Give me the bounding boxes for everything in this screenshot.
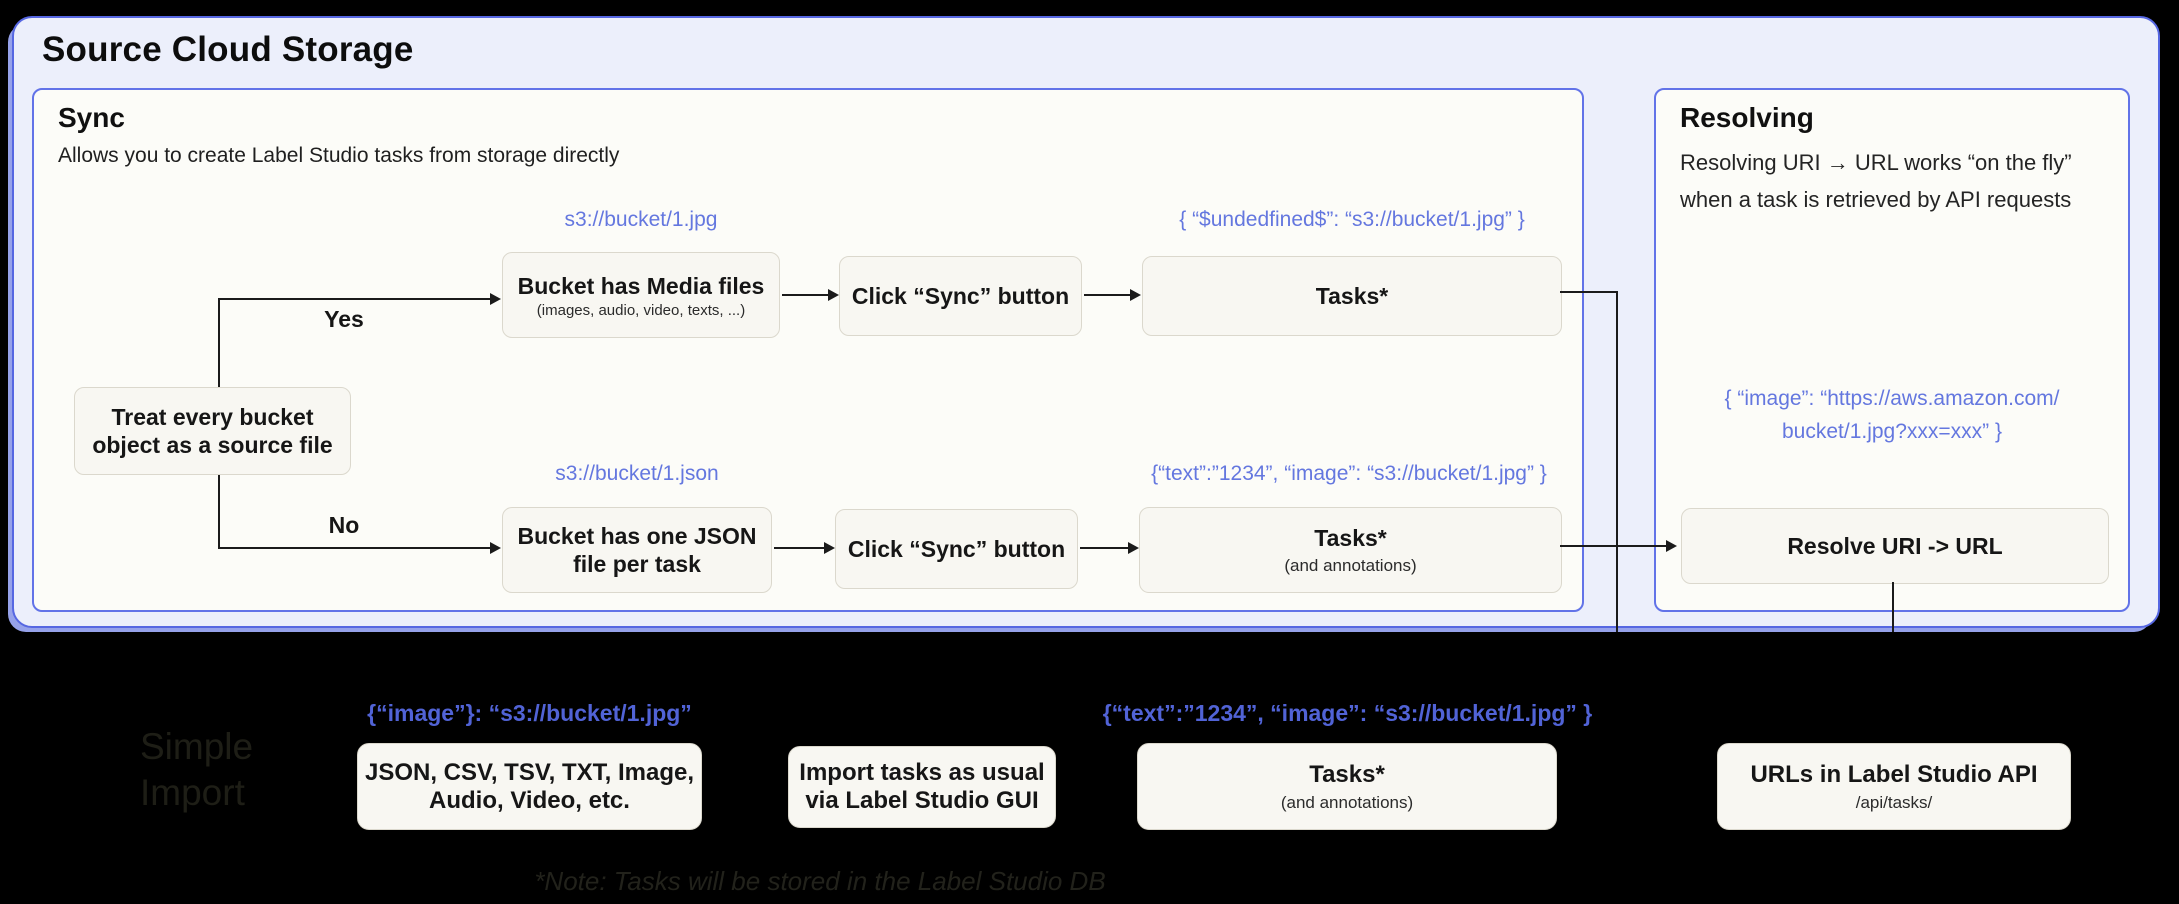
- bottom-tasks-box: Tasks* (and annotations): [1137, 743, 1557, 830]
- json-uri-label: s3://bucket/1.json: [555, 462, 719, 485]
- page-title: Source Cloud Storage: [42, 30, 414, 69]
- arrow-media-to-sync: [782, 294, 828, 296]
- file-types-line1: JSON, CSV, TSV, TXT, Image,: [364, 758, 694, 786]
- tasks-box-1: Tasks*: [1142, 256, 1562, 336]
- tasks1-elbow-horizontal: [1560, 291, 1618, 293]
- note-text: *Note: Tasks will be stored in the Label…: [534, 866, 1106, 896]
- decision-box: Treat every bucket object as a source fi…: [74, 387, 351, 475]
- media-files-box: Bucket has Media files (images, audio, v…: [502, 252, 780, 338]
- media-uri-label: s3://bucket/1.jpg: [564, 208, 718, 231]
- simple-import-line2: Import: [140, 772, 245, 813]
- click-sync-label-1: Click “Sync” button: [851, 283, 1070, 309]
- json-per-task-box: Bucket has one JSON file per task: [502, 507, 772, 593]
- resolving-description: Resolving URI → URL works “on the fly” w…: [1680, 144, 2072, 218]
- urls-api-title: URLs in Label Studio API: [1750, 760, 2038, 788]
- decision-line2: object as a source file: [92, 432, 333, 458]
- arrow-sync2-to-tasks: [1080, 547, 1128, 549]
- click-sync-label-2: Click “Sync” button: [847, 536, 1066, 562]
- yes-label: Yes: [324, 306, 364, 332]
- resolve-uri-box: Resolve URI -> URL: [1681, 508, 2109, 584]
- click-sync-box-1: Click “Sync” button: [839, 256, 1082, 336]
- arrow-tasks2-to-resolve-head: [1666, 540, 1677, 552]
- json-per-task-line1: Bucket has one JSON: [517, 523, 757, 549]
- click-sync-box-2: Click “Sync” button: [835, 509, 1078, 589]
- source-cloud-storage-panel: Source Cloud Storage Sync Allows you to …: [12, 16, 2160, 628]
- resolving-panel: Resolving Resolving URI → URL works “on …: [1654, 88, 2130, 612]
- resolve-down-line: [1892, 582, 1894, 632]
- no-label: No: [328, 512, 360, 538]
- resolving-json-line1: { “image”: “https://aws.amazon.com/: [1724, 387, 2060, 410]
- arrow-sync1-to-tasks-head: [1130, 289, 1141, 301]
- no-arrowhead: [490, 542, 501, 554]
- sync-panel: Sync Allows you to create Label Studio t…: [32, 88, 1584, 612]
- resolving-heading: Resolving: [1680, 102, 1814, 133]
- tasks1-elbow-vertical: [1616, 291, 1618, 632]
- import-tasks-line1: Import tasks as usual: [799, 759, 1045, 786]
- decision-line1: Treat every bucket: [111, 404, 314, 430]
- arrow-tasks2-to-resolve: [1560, 545, 1666, 547]
- yes-branch-horizontal-line: [218, 298, 490, 300]
- arrow-media-to-sync-head: [828, 289, 839, 301]
- yes-branch-vertical-line: [218, 298, 220, 387]
- urls-api-subtitle: /api/tasks/: [1855, 792, 1933, 812]
- file-types-box: JSON, CSV, TSV, TXT, Image, Audio, Video…: [357, 743, 702, 830]
- media-files-subtitle: (images, audio, video, texts, ...): [536, 301, 746, 319]
- bottom-tasks-json-label: {“text”:”1234”, “image”: “s3://bucket/1.…: [1102, 700, 1593, 726]
- bottom-tasks-title: Tasks*: [1309, 760, 1385, 788]
- urls-api-box: URLs in Label Studio API /api/tasks/: [1717, 743, 2071, 830]
- resolving-json-line2: bucket/1.jpg?xxx=xxx” }: [1781, 420, 2003, 443]
- tasks2-title: Tasks*: [1314, 525, 1387, 551]
- arrow-json-to-sync-head: [824, 542, 835, 554]
- sync-heading: Sync: [58, 102, 125, 133]
- tasks1-json-label: { “$undedfined$”: “s3://bucket/1.jpg” }: [1179, 208, 1525, 231]
- import-tasks-line2: via Label Studio GUI: [805, 787, 1039, 814]
- arrow-sync1-to-tasks: [1084, 294, 1130, 296]
- bottom-tasks-subtitle: (and annotations): [1280, 792, 1414, 812]
- arrow-sync2-to-tasks-head: [1128, 542, 1139, 554]
- resolving-desc-line2: when a task is retrieved by API requests: [1680, 187, 2072, 212]
- arrow-json-to-sync: [774, 547, 824, 549]
- resolving-json-label: { “image”: “https://aws.amazon.com/ buck…: [1656, 382, 2128, 448]
- resolve-uri-label: Resolve URI -> URL: [1787, 533, 2003, 559]
- tasks2-json-label: {“text”:”1234”, “image”: “s3://bucket/1.…: [1151, 462, 1547, 485]
- media-files-title: Bucket has Media files: [517, 272, 765, 299]
- sync-subtitle: Allows you to create Label Studio tasks …: [58, 144, 620, 167]
- json-per-task-line2: file per task: [573, 551, 701, 577]
- simple-import-line1: Simple: [140, 726, 254, 767]
- resolving-desc-line1: Resolving URI → URL works “on the fly”: [1680, 150, 2072, 175]
- yes-arrowhead: [490, 293, 501, 305]
- simple-import-heading: Simple Import: [140, 724, 253, 816]
- tasks-box-2: Tasks* (and annotations): [1139, 507, 1562, 593]
- no-branch-horizontal-line: [218, 547, 490, 549]
- no-branch-vertical-line: [218, 475, 220, 549]
- tasks2-subtitle: (and annotations): [1284, 556, 1417, 575]
- files-json-label: {“image”}: “s3://bucket/1.jpg”: [367, 700, 692, 726]
- import-tasks-box: Import tasks as usual via Label Studio G…: [788, 746, 1056, 828]
- file-types-line2: Audio, Video, etc.: [429, 786, 630, 814]
- tasks1-title: Tasks*: [1315, 283, 1389, 309]
